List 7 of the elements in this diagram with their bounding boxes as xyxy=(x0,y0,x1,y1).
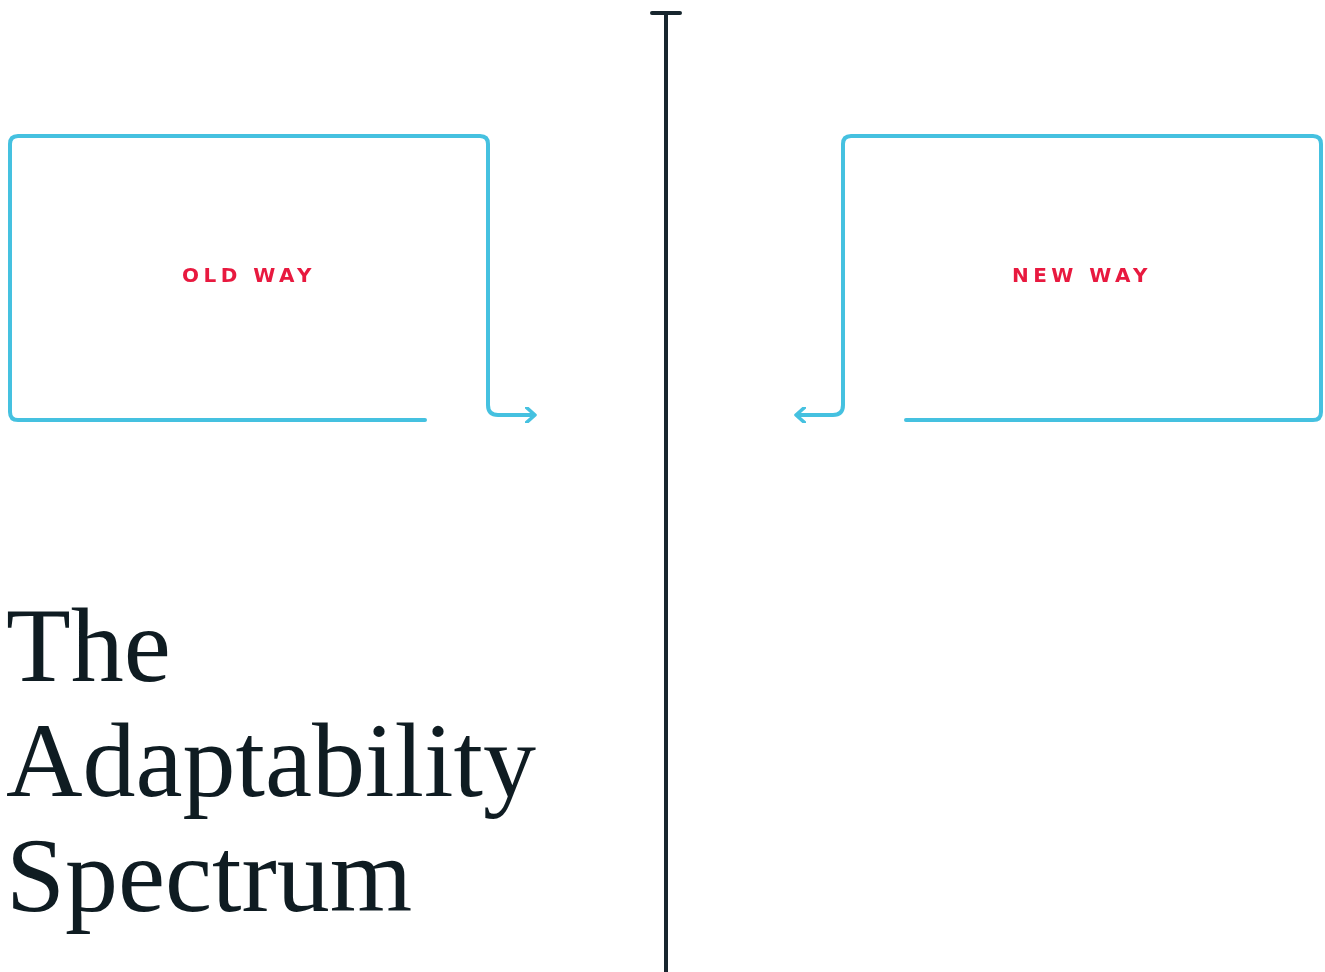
process-box xyxy=(10,136,488,420)
process-box xyxy=(843,136,1321,420)
box-label: NEW WAY xyxy=(1011,263,1153,287)
arrow xyxy=(794,375,845,425)
box-label: OLD WAY xyxy=(182,263,316,287)
arrow xyxy=(486,375,537,425)
title: The Adaptability Spectrum xyxy=(6,588,537,933)
